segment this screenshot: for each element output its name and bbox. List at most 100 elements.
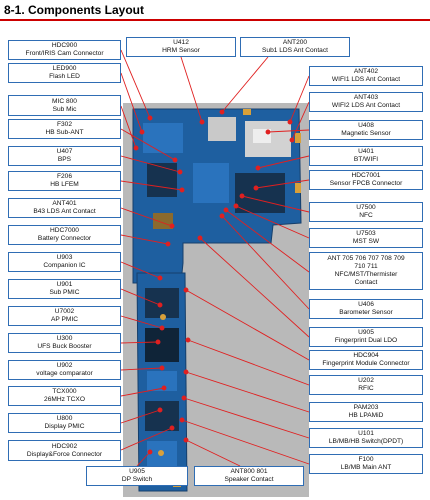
leader-dot <box>185 337 191 343</box>
leader-line <box>120 367 163 371</box>
label-u905-ldo: U905 Fingerprint Dual LDO <box>309 327 423 347</box>
label-description: Sub Mic <box>52 105 77 113</box>
leader-line <box>291 101 310 141</box>
leader-dot <box>157 302 163 308</box>
component-area <box>143 123 183 153</box>
leader-dot <box>253 185 259 191</box>
leader-line <box>120 341 159 344</box>
leader-dot <box>219 109 225 115</box>
leader-line <box>221 56 269 113</box>
leader-dot <box>147 449 153 455</box>
label-part-id: PAM203 <box>353 404 379 411</box>
label-part-id: ANT 705 706 707 708 709 <box>327 255 405 262</box>
leader-line <box>241 195 310 213</box>
title-underline <box>0 19 430 21</box>
leader-line <box>120 72 143 133</box>
label-u901: U901 Sub PMIC <box>8 279 121 299</box>
label-description: LB/MB/HB Switch(DPDT) <box>328 438 404 445</box>
gold-contact <box>160 314 166 320</box>
label-ant401: ANT401 B43 LDS Ant Contact <box>8 198 121 218</box>
leader-line <box>183 397 310 439</box>
component-shield <box>208 117 236 141</box>
leader-line <box>120 180 183 191</box>
leader-dot <box>265 129 271 135</box>
label-part-id: U406 <box>358 301 374 308</box>
label-part-id: U905 <box>358 329 374 336</box>
leader-dot <box>179 417 185 423</box>
component-area <box>193 163 229 203</box>
label-part-id: ANT402 <box>353 68 379 75</box>
label-hdc902: HDC902 Display&Force Connector <box>8 440 121 461</box>
leader-dot <box>255 165 261 171</box>
label-description-continued: Contact <box>354 279 378 286</box>
label-description: voltage comparator <box>36 370 93 377</box>
label-u902: U902 voltage comparator <box>8 360 121 380</box>
label-description: DP Switch <box>121 476 153 483</box>
leader-line <box>180 56 203 123</box>
label-part-id: U407 <box>56 148 73 155</box>
leader-dot <box>183 369 189 375</box>
pcb-board-photo <box>123 103 309 497</box>
label-f206: F206 HB LFEM <box>8 171 121 191</box>
label-description: Companion IC <box>43 262 86 269</box>
leader-dot <box>197 235 203 241</box>
leader-dot <box>239 193 245 199</box>
gold-contact <box>295 133 301 143</box>
label-description: UFS Buck Booster <box>37 343 92 350</box>
label-part-id: F302 <box>56 121 73 128</box>
leader-line <box>120 387 165 397</box>
leader-line <box>120 315 163 329</box>
label-f302: F302 HB Sub-ANT <box>8 119 121 139</box>
label-part-id: HDC902 <box>51 442 78 450</box>
label-f100: F100 LB/MB Main ANT <box>309 454 423 474</box>
label-part-id: U901 <box>56 281 73 288</box>
label-ant402: ANT402 WIFI1 LDS Ant Contact <box>309 66 423 86</box>
label-description: Display PMIC <box>44 423 85 430</box>
label-description: Sub PMIC <box>49 289 80 296</box>
label-description: RFIC <box>358 385 374 392</box>
label-part-id: U800 <box>56 415 73 422</box>
label-description: WIFI2 LDS Ant Contact <box>331 102 401 109</box>
leader-line <box>199 237 310 338</box>
label-led900: LED900 Flash LED <box>8 63 121 83</box>
label-part-id: U7503 <box>356 230 376 237</box>
label-u408: U408 Magnetic Sensor <box>309 120 423 140</box>
label-hdc900: HDC900 Front/IRIS Cam Connector <box>8 40 121 60</box>
label-part-id: U7002 <box>54 308 75 315</box>
label-part-id: ANT200 <box>282 39 308 46</box>
label-description: Display&Force Connector <box>26 450 103 458</box>
label-u905-dp: U905 DP Switch <box>86 466 188 486</box>
label-hdc904: HDC904 Fingerprint Module Connector <box>309 350 423 370</box>
leader-line <box>120 288 161 306</box>
component-chip <box>235 173 285 213</box>
label-u101: U101 LB/MB/HB Switch(DPDT) <box>309 428 423 448</box>
label-description: BT/WIFI <box>353 156 379 163</box>
label-part-id: F100 <box>358 456 374 463</box>
label-part-id: HDC7000 <box>50 227 79 234</box>
leader-dot <box>159 325 165 331</box>
label-description: HB LFEM <box>50 181 79 188</box>
label-description: Fingerprint Module Connector <box>322 360 410 367</box>
leader-line <box>120 105 137 149</box>
leader-dot <box>169 425 175 431</box>
leader-dot <box>223 207 229 213</box>
label-description: Fingerprint Dual LDO <box>334 337 398 344</box>
leader-dot <box>183 437 189 443</box>
label-part-id: U202 <box>358 377 374 384</box>
label-description: NFC <box>359 212 373 219</box>
label-u412: U412 HRM Sensor <box>126 37 236 57</box>
label-description: Magnetic Sensor <box>341 130 391 137</box>
label-pam203: PAM203 HB LPAMiD <box>309 402 423 422</box>
label-description: Front/IRIS Cam Connector <box>25 50 104 57</box>
label-part-id: U902 <box>56 362 73 369</box>
label-description: Battery Connector <box>37 235 92 242</box>
leader-line <box>120 409 161 424</box>
label-u7002: U7002 AP PMIC <box>8 306 121 326</box>
label-mic800: MIC 800 Sub Mic <box>8 95 121 116</box>
label-description: Speaker Contact <box>224 476 274 483</box>
label-part-id: HDC7001 <box>351 172 381 179</box>
label-description: HB Sub-ANT <box>45 129 84 136</box>
leader-dot <box>177 169 183 175</box>
leader-dot <box>233 203 239 209</box>
